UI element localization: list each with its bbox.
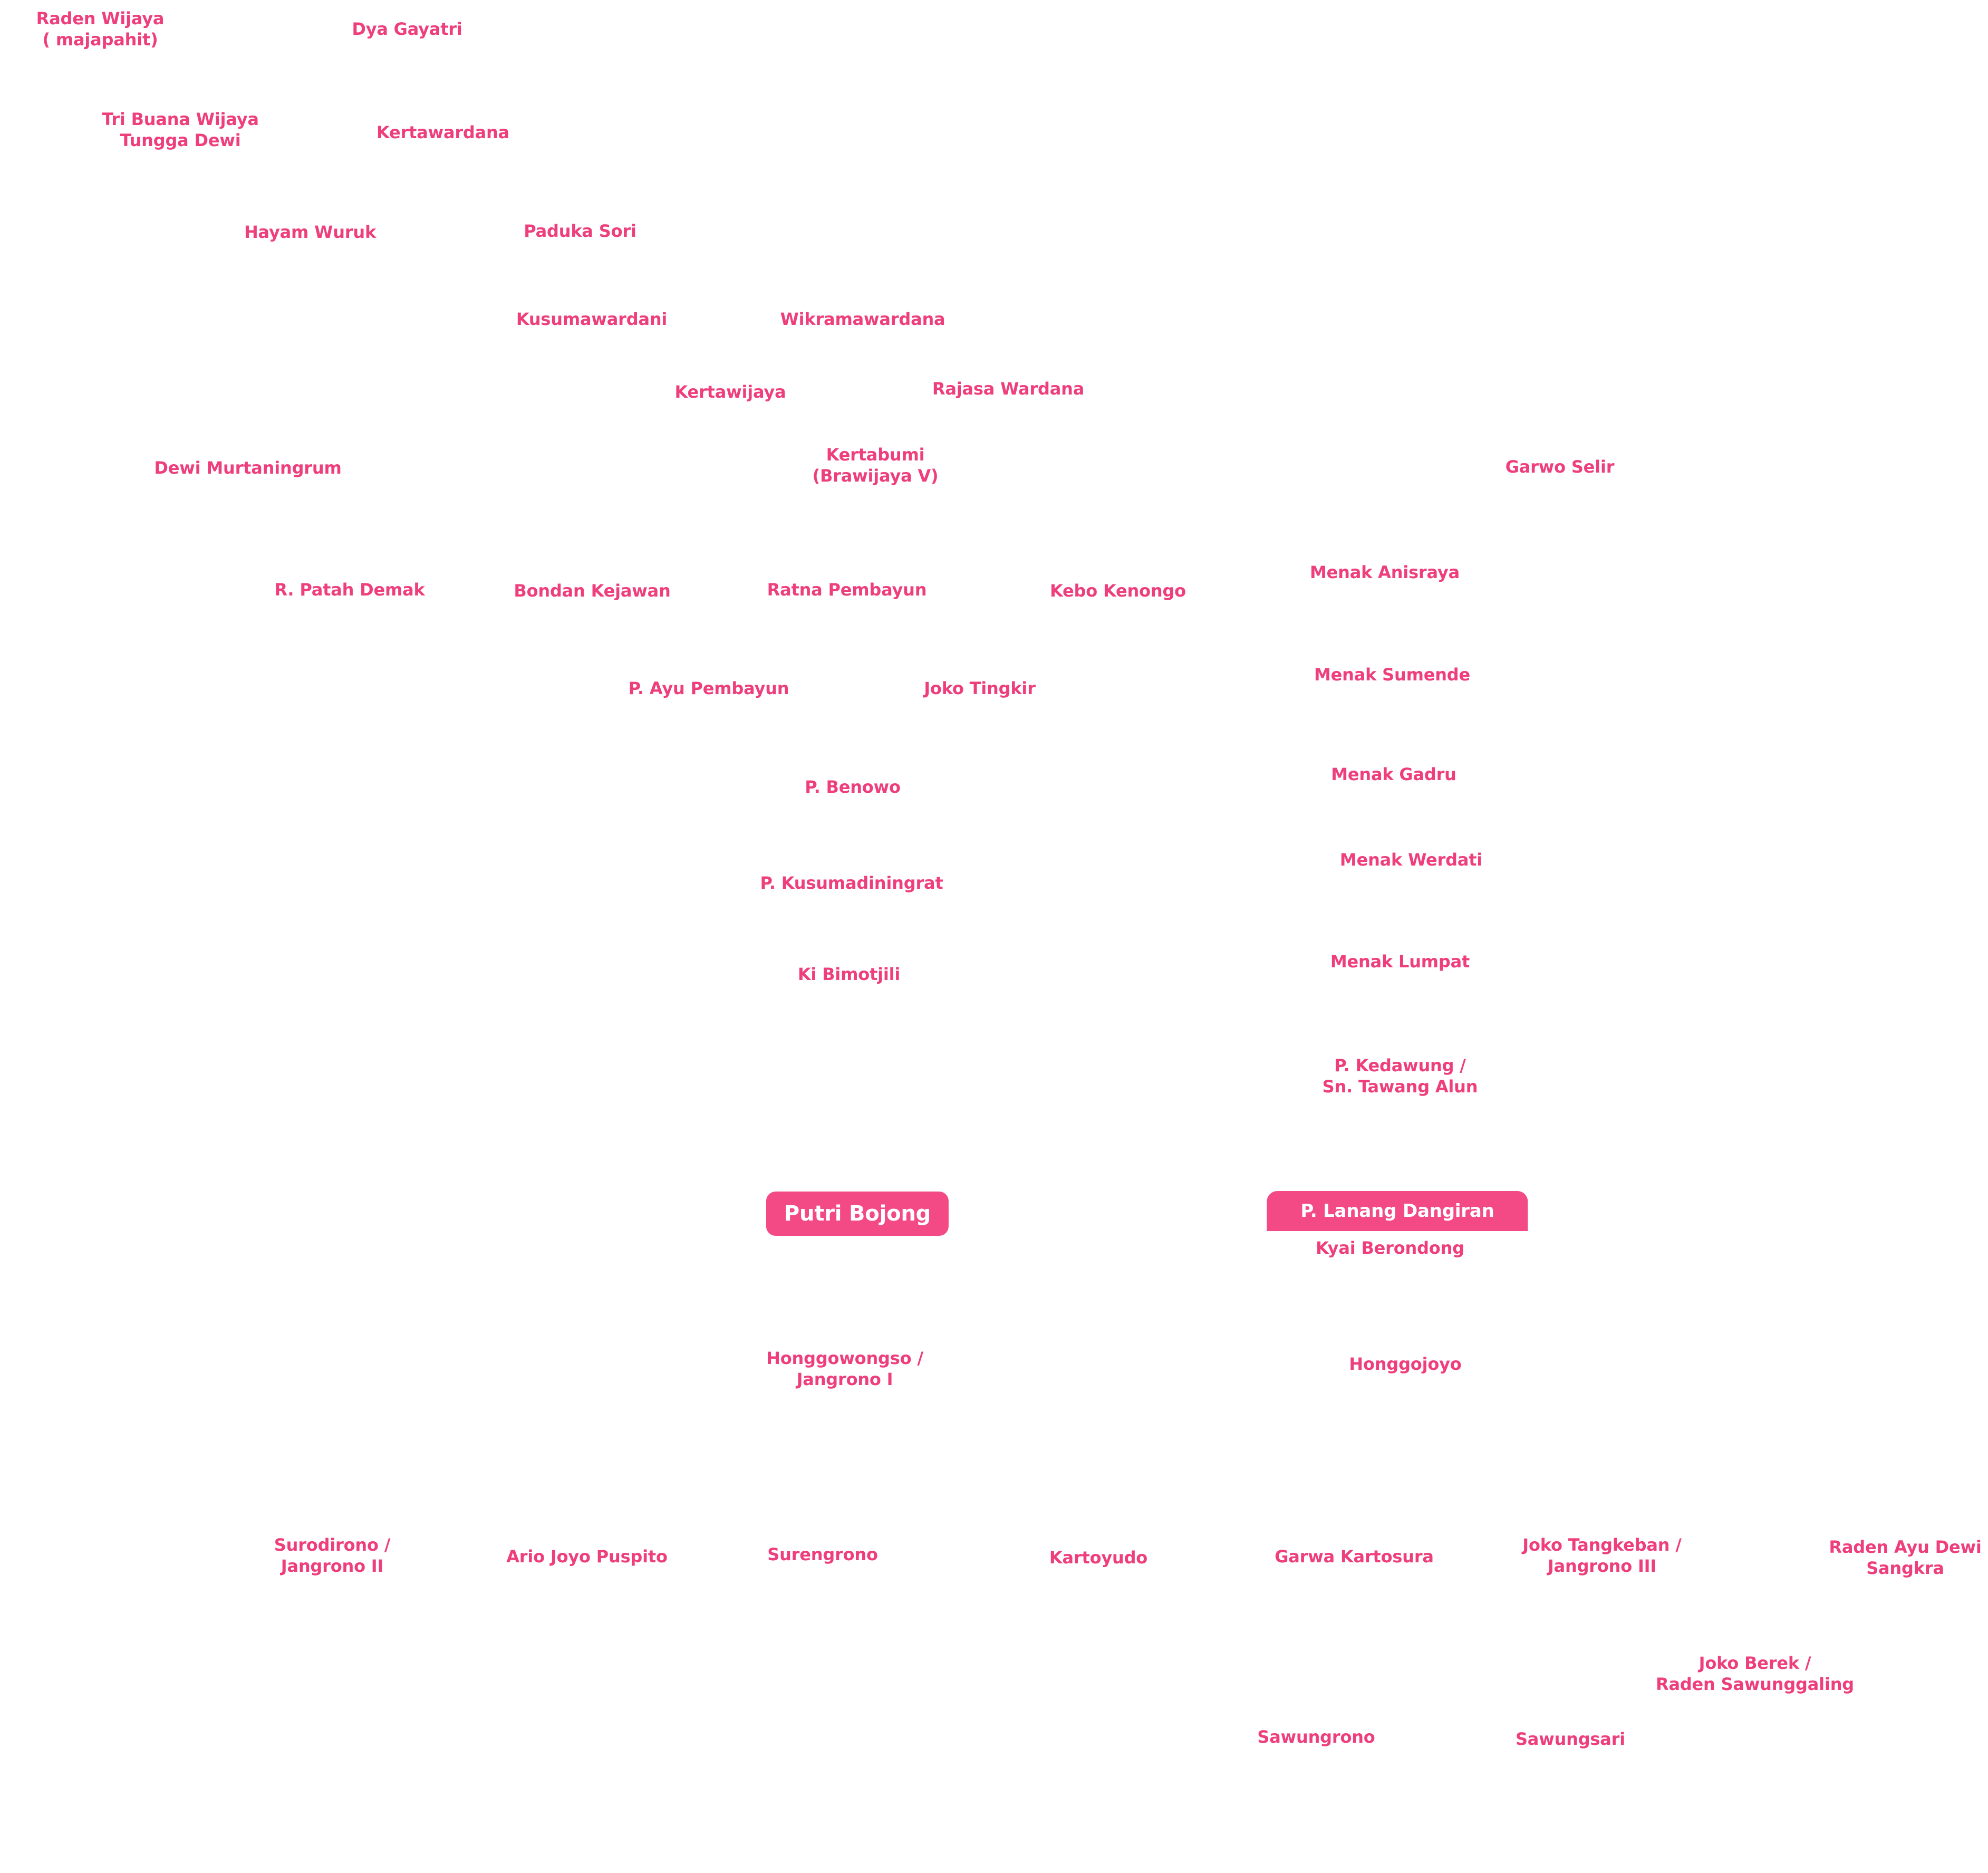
node-p-lanang-dangiran: P. Lanang Dangiran (1267, 1191, 1528, 1231)
node-joko-tangkeban: Joko Tangkeban / Jangrono III (1522, 1535, 1682, 1576)
node-paduka-sori: Paduka Sori (524, 221, 636, 241)
node-p-kusumadiningrat: P. Kusumadiningrat (760, 873, 943, 893)
node-menak-werdati: Menak Werdati (1339, 850, 1483, 870)
node-bondan-kejawan: Bondan Kejawan (514, 581, 671, 601)
node-kertabumi: Kertabumi (Brawijaya V) (812, 445, 939, 486)
node-p-ayu-pembayun: P. Ayu Pembayun (628, 678, 789, 698)
node-p-benowo: P. Benowo (805, 777, 901, 797)
node-surengrono: Surengrono (767, 1544, 878, 1564)
node-menak-lumpat: Menak Lumpat (1330, 952, 1470, 972)
node-ario-joyo-puspito: Ario Joyo Puspito (506, 1547, 668, 1567)
node-menak-gadru: Menak Gadru (1331, 764, 1456, 784)
node-honggojoyo: Honggojoyo (1349, 1354, 1462, 1374)
node-menak-sumende: Menak Sumende (1314, 665, 1471, 685)
node-sawungsari: Sawungsari (1515, 1729, 1626, 1749)
node-r-patah-demak: R. Patah Demak (274, 580, 425, 600)
node-kebo-kenongo: Kebo Kenongo (1050, 581, 1186, 601)
node-ki-bimotjili: Ki Bimotjili (797, 964, 901, 984)
node-ratna-pembayun: Ratna Pembayun (767, 580, 927, 600)
node-surodirono: Surodirono / Jangrono II (274, 1535, 391, 1576)
node-raden-ayu-dewi-sangkra: Raden Ayu Dewi Sangkra (1829, 1537, 1982, 1578)
node-hayam-wuruk: Hayam Wuruk (244, 222, 377, 242)
node-tri-buana-wijaya-tungga-dewi: Tri Buana Wijaya Tungga Dewi (102, 109, 259, 150)
node-rajasa-wardana: Rajasa Wardana (932, 379, 1085, 399)
node-dewi-murtaningrum: Dewi Murtaningrum (154, 458, 342, 478)
node-kyai-berondong: Kyai Berondong (1316, 1238, 1464, 1258)
node-honggowongso: Honggowongso / Jangrono I (766, 1348, 923, 1389)
node-putri-bojong: Putri Bojong (766, 1192, 949, 1236)
node-kusumawardani: Kusumawardani (516, 309, 668, 329)
node-kertawardana: Kertawardana (376, 122, 510, 142)
node-p-kedawung: P. Kedawung / Sn. Tawang Alun (1322, 1055, 1478, 1097)
node-joko-tingkir: Joko Tingkir (924, 678, 1036, 698)
node-kartoyudo: Kartoyudo (1049, 1548, 1148, 1568)
node-kertawijaya: Kertawijaya (674, 382, 786, 402)
node-dya-gayatri: Dya Gayatri (352, 19, 462, 39)
node-menak-anisraya: Menak Anisraya (1310, 562, 1460, 582)
node-garwo-selir: Garwo Selir (1505, 457, 1615, 477)
node-garwa-kartosura: Garwa Kartosura (1275, 1547, 1434, 1567)
node-raden-wijaya: Raden Wijaya ( majapahit) (36, 8, 165, 50)
node-sawungrono: Sawungrono (1257, 1727, 1375, 1747)
node-joko-berek: Joko Berek / Raden Sawunggaling (1656, 1653, 1854, 1694)
node-wikramawardana: Wikramawardana (780, 309, 945, 329)
